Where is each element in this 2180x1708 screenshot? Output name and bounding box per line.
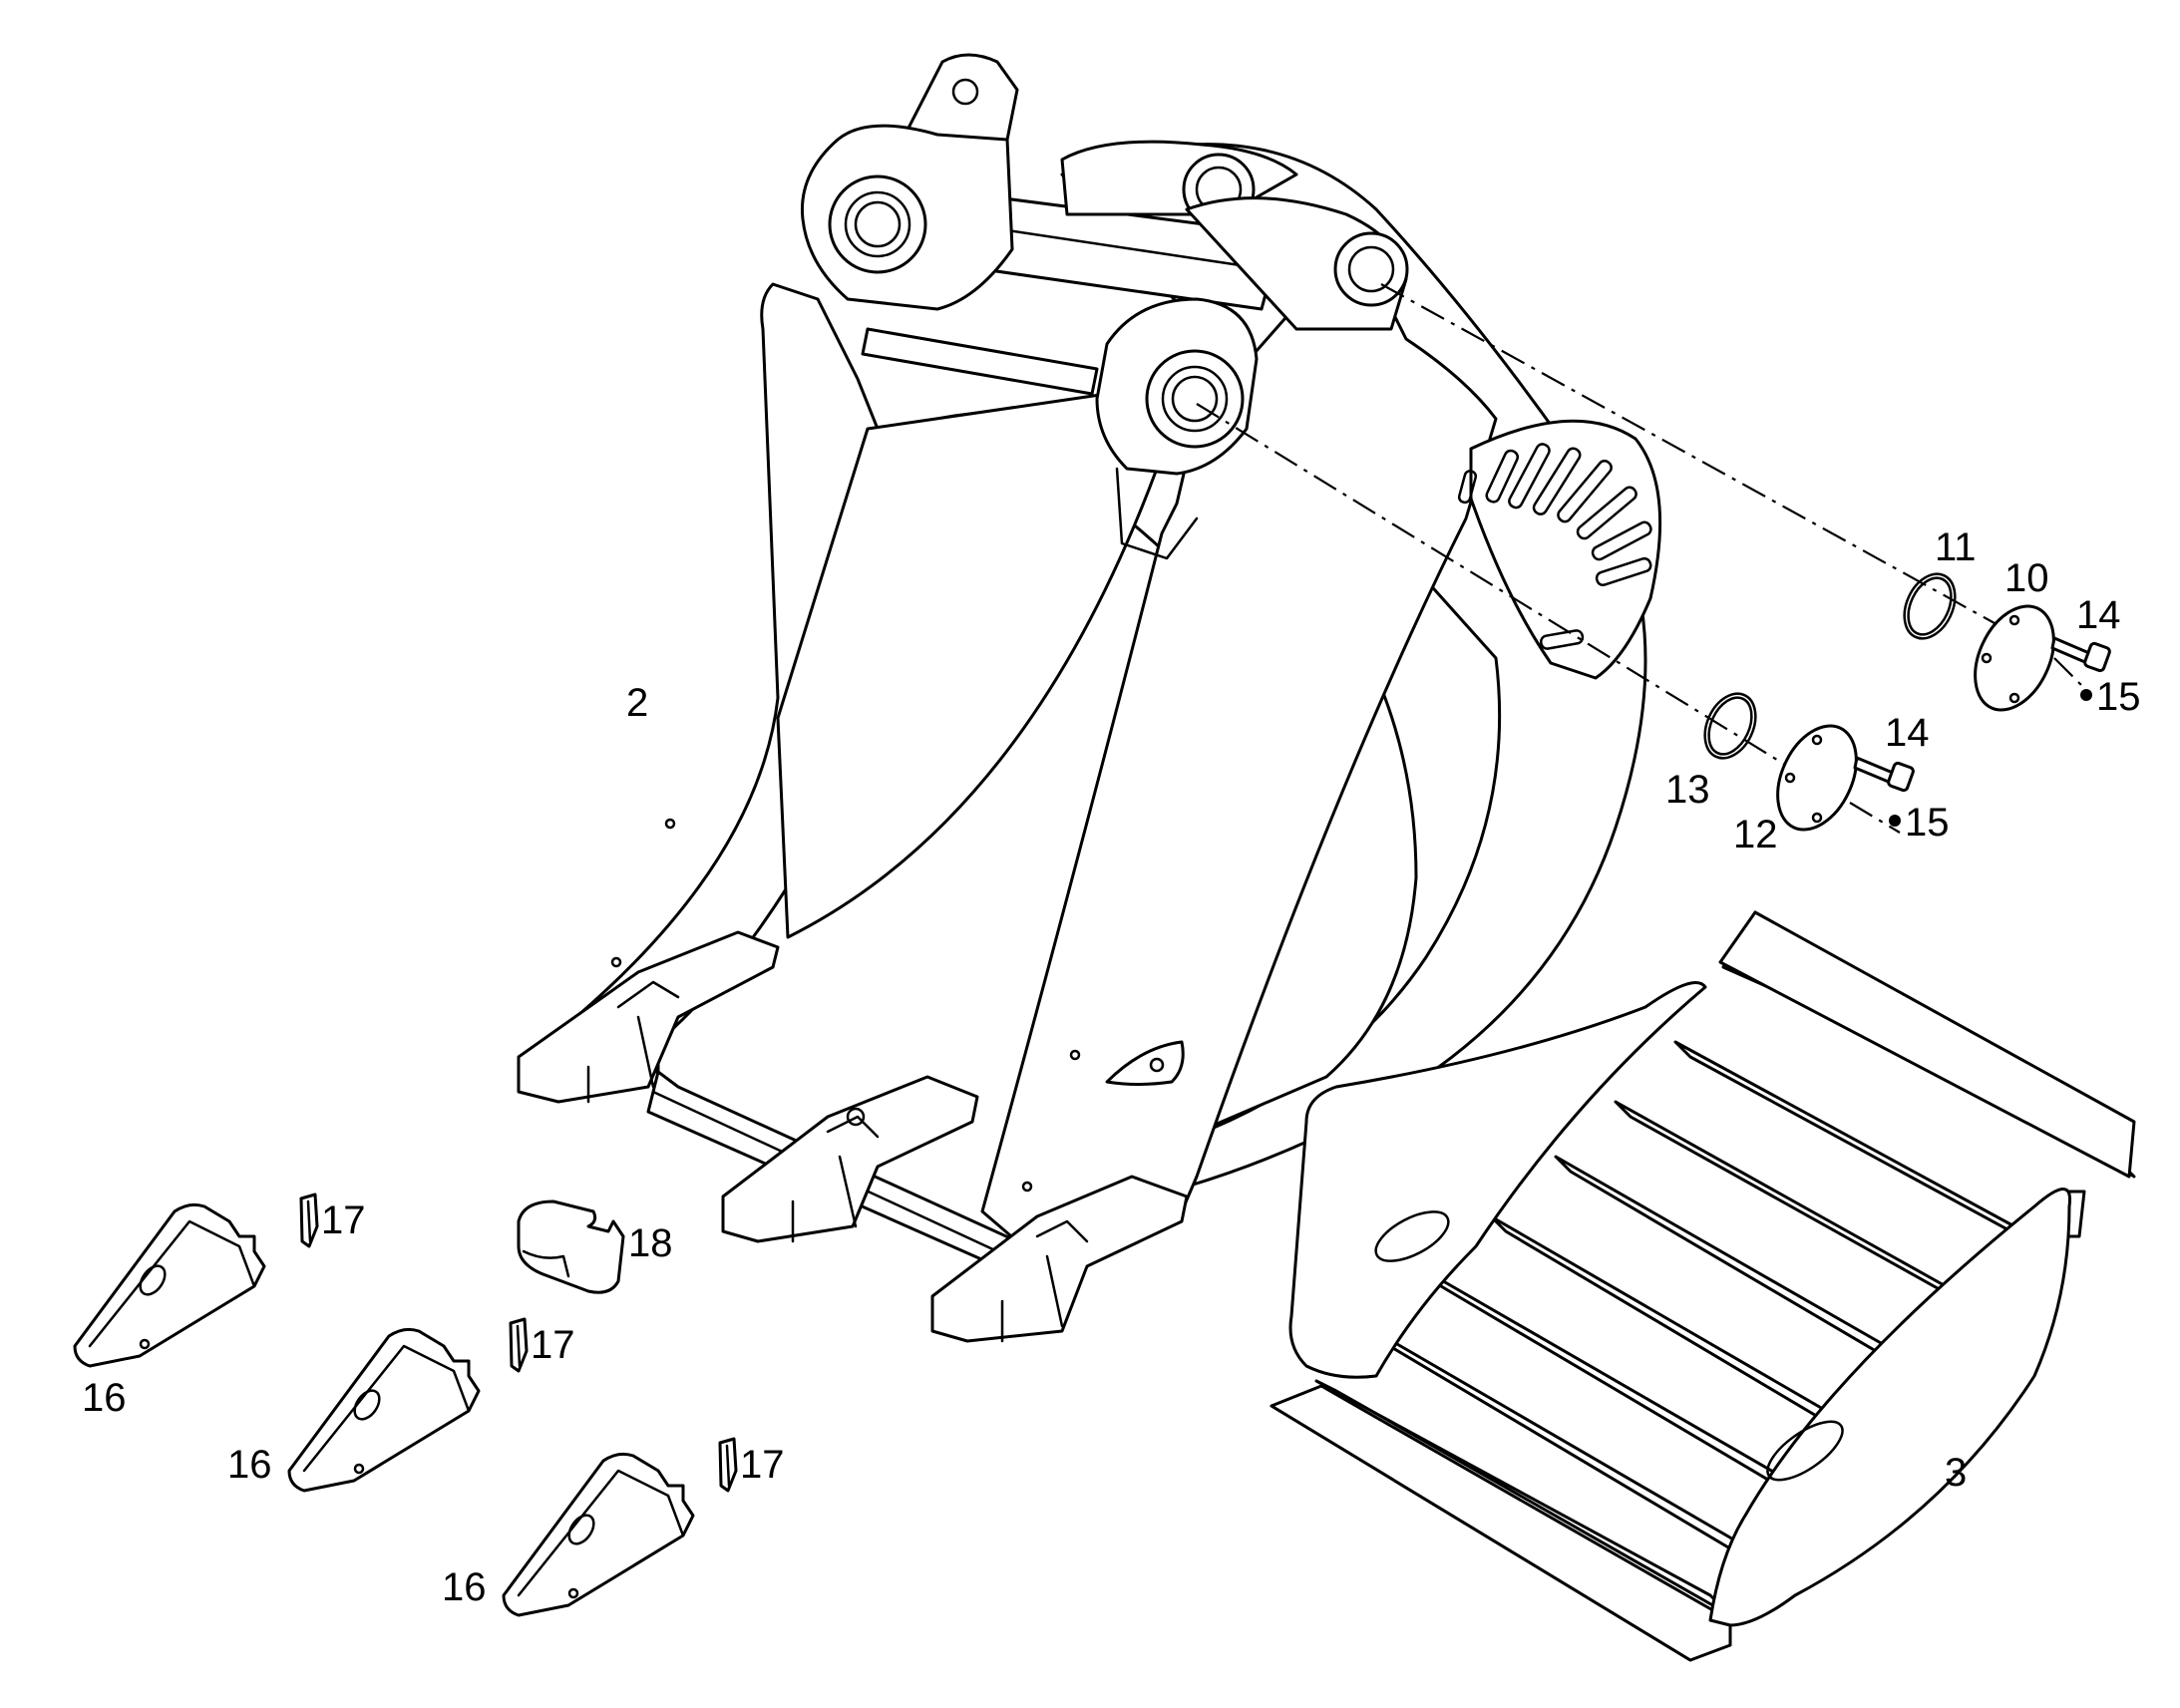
callout-17-b: 17: [531, 1323, 575, 1367]
callout-17-c: 17: [740, 1443, 785, 1487]
retainer-pin-part-17-a: [299, 1193, 319, 1248]
bucket-body-part-2: [517, 53, 1662, 1343]
callout-2: 2: [626, 681, 648, 725]
callout-11: 11: [1935, 525, 1977, 569]
callout-labels: 2 3 10 11 12 13 14 14 15 15 16 16 16 17 …: [82, 525, 2141, 1609]
callout-13: 13: [1665, 768, 1710, 812]
assembly-axis-lines: [1196, 283, 2090, 834]
callout-17-a: 17: [321, 1198, 366, 1242]
callout-16-a: 16: [82, 1376, 127, 1420]
retainer-pin-part-17-c: [718, 1437, 738, 1493]
callout-3: 3: [1945, 1451, 1967, 1495]
retainer-pin-part-17-b: [509, 1317, 529, 1373]
callout-18: 18: [628, 1221, 673, 1265]
callout-16-c: 16: [442, 1565, 487, 1609]
callout-14-bottom: 14: [1885, 711, 1930, 755]
pin-hardware: [1703, 572, 2111, 832]
callout-10: 10: [2004, 556, 2049, 600]
wear-slots: [1457, 443, 1652, 650]
tooth-part-16-a: [73, 1202, 266, 1368]
tooth-part-16-c: [502, 1452, 695, 1617]
liner-cage-part-3: [1270, 910, 2136, 1662]
side-cap-part-18: [517, 1199, 625, 1294]
callout-12: 12: [1733, 813, 1778, 856]
callout-14-top: 14: [2076, 593, 2121, 637]
tooth-part-16-b: [287, 1327, 481, 1493]
callout-16-b: 16: [227, 1443, 272, 1487]
callout-15-bottom: 15: [1905, 801, 1950, 845]
callout-15-top: 15: [2096, 675, 2141, 719]
